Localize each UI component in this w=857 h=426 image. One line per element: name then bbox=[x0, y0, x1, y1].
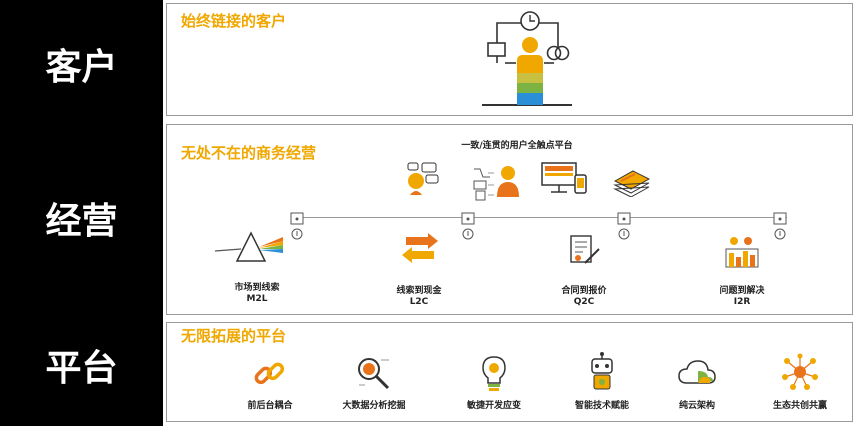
stage-label-m2l: 市场到线索 M2L bbox=[227, 283, 287, 305]
capability-label: 前后台耦合 bbox=[247, 401, 293, 411]
capability-label: 大数据分析挖掘 bbox=[342, 401, 406, 411]
platform-panel: 无限拓展的平台 bbox=[166, 322, 853, 422]
chat-person-icon bbox=[404, 159, 442, 197]
meeting-people-icon bbox=[724, 233, 760, 269]
connected-customer-icon bbox=[472, 5, 582, 110]
lightbulb-gear-icon bbox=[477, 353, 511, 393]
plug-connector-icon bbox=[290, 212, 304, 242]
capability-label: 纯云架构 bbox=[678, 401, 715, 411]
band-label-platform: 平台 bbox=[45, 348, 118, 389]
stage-name: 合同到报价 bbox=[561, 286, 607, 296]
stage-name: 线索到现金 bbox=[396, 286, 442, 296]
exchange-arrows-icon bbox=[400, 233, 440, 267]
stage-abbr: L2C bbox=[409, 297, 429, 307]
stage-name: 问题到解决 bbox=[719, 286, 765, 296]
left-band bbox=[0, 0, 163, 426]
document-stack-icon bbox=[611, 167, 651, 197]
stage-label-i2r: 问题到解决 I2R bbox=[712, 286, 772, 308]
prism-icon bbox=[215, 229, 285, 265]
band-label-customer: 客户 bbox=[45, 47, 118, 88]
magnifier-chart-icon bbox=[355, 355, 393, 393]
robot-icon bbox=[585, 351, 619, 393]
stage-label-q2c: 合同到报价 Q2C bbox=[554, 286, 614, 308]
stage-abbr: I2R bbox=[733, 297, 751, 307]
chain-link-icon bbox=[253, 357, 287, 391]
operations-panel-title: 无处不在的商务经营 bbox=[181, 144, 317, 162]
stage-abbr: Q2C bbox=[573, 297, 595, 307]
devices-icon bbox=[539, 159, 589, 199]
customer-panel-title: 始终链接的客户 bbox=[181, 12, 287, 30]
shopping-user-icon bbox=[470, 163, 525, 203]
stage-abbr: M2L bbox=[246, 294, 268, 304]
plug-connector-icon bbox=[617, 212, 631, 242]
touchpoint-separator bbox=[297, 217, 787, 218]
capability-label: 智能技术赋能 bbox=[574, 401, 629, 411]
band-label-operations: 经营 bbox=[45, 201, 118, 242]
touchpoint-caption: 一致/连贯的用户全触点平台 bbox=[461, 141, 573, 151]
plug-connector-icon bbox=[773, 212, 787, 242]
plug-connector-icon bbox=[461, 212, 475, 242]
capability-label: 敏捷开发应变 bbox=[466, 401, 521, 411]
platform-panel-title: 无限拓展的平台 bbox=[181, 327, 287, 345]
operations-panel: 无处不在的商务经营 一致/连贯的用户全触点平台 bbox=[166, 124, 853, 315]
cloud-icon bbox=[677, 357, 717, 387]
stage-name: 市场到线索 bbox=[234, 283, 280, 293]
stage-label-l2c: 线索到现金 L2C bbox=[389, 286, 449, 308]
capability-label: 生态共创共赢 bbox=[772, 401, 827, 411]
customer-panel: 始终链接的客户 bbox=[166, 3, 853, 116]
ecosystem-network-icon bbox=[781, 353, 819, 391]
contract-signing-icon bbox=[567, 233, 601, 267]
